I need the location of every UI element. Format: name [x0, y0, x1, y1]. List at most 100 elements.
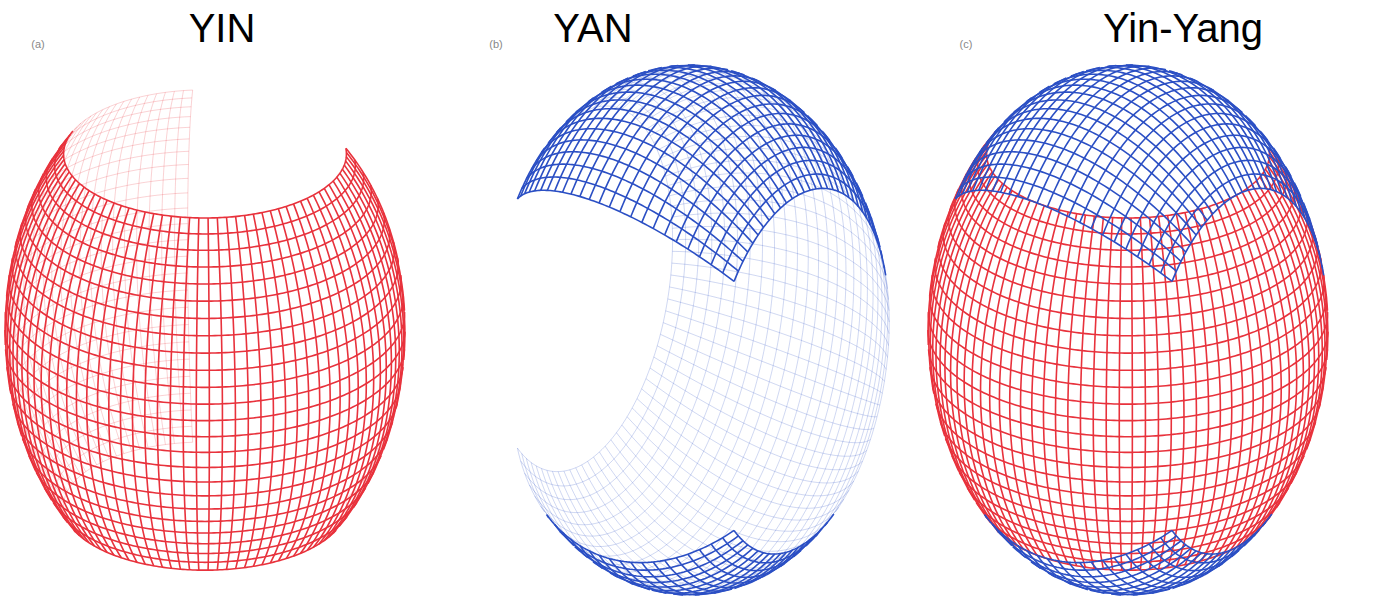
- wireframe-line: [1176, 214, 1196, 566]
- wireframe-line: [986, 118, 1201, 227]
- wireframe-line: [547, 470, 649, 589]
- wireframe-line: [998, 531, 1176, 570]
- wireframe-line: [588, 85, 786, 203]
- wireframe-line: [711, 160, 871, 570]
- wireframe-line: [657, 346, 874, 430]
- wireframe-line: [536, 466, 607, 572]
- wireframe-line: [1106, 218, 1112, 570]
- wireframe-line: [1010, 206, 1045, 558]
- wireframe-line: [979, 129, 1196, 235]
- wireframe-line: [1319, 250, 1321, 258]
- wireframe-line: [517, 190, 734, 281]
- wireframe-line: [541, 129, 758, 235]
- wireframe-line: [794, 539, 811, 556]
- wireframe-line: [1260, 131, 1296, 206]
- visible-grid: [5, 131, 405, 570]
- wireframe-line: [767, 547, 799, 575]
- wireframe-line: [663, 323, 880, 405]
- wireframe-line: [557, 109, 769, 221]
- wireframe-line: [819, 250, 887, 532]
- wireframe-line: [346, 157, 405, 360]
- wireframe-line: [734, 142, 867, 588]
- wireframe-line: [227, 217, 236, 569]
- wireframe-line: [1172, 188, 1324, 554]
- wireframe-line: [346, 153, 404, 311]
- wireframe-line: [999, 203, 1037, 555]
- wireframe-line: [1201, 209, 1231, 561]
- wireframe-line: [1040, 79, 1231, 198]
- wireframe-sphere: [517, 65, 889, 595]
- wireframe-line: [929, 349, 1328, 436]
- wireframe-line: [1048, 548, 1191, 587]
- wireframe-line: [344, 165, 402, 449]
- wireframe-line: [76, 203, 114, 555]
- wireframe-line: [646, 379, 863, 470]
- wireframe-line: [622, 425, 839, 531]
- wireframe-line: [718, 128, 861, 593]
- wireframe-line: [1263, 173, 1319, 508]
- wireframe-line: [1205, 547, 1237, 575]
- wireframe-sphere: [5, 90, 405, 570]
- wireframe-line: [1069, 88, 1229, 595]
- wireframe-line: [1254, 529, 1260, 537]
- wireframe-line: [301, 201, 341, 553]
- wireframe-line: [974, 140, 1191, 243]
- wireframe-line: [1242, 192, 1289, 544]
- wireframe-line: [602, 79, 793, 198]
- wireframe-line: [1013, 541, 1181, 577]
- wireframe-line: [1224, 201, 1264, 553]
- wireframe-line: [985, 72, 1083, 518]
- wireframe-line: [1126, 135, 1291, 583]
- wireframe-line: [245, 215, 261, 567]
- wireframe-line: [734, 188, 886, 554]
- wireframe-line: [1269, 157, 1328, 360]
- wireframe-line: [526, 164, 743, 261]
- wireframe-line: [63, 516, 347, 562]
- wireframe-line: [547, 72, 645, 518]
- wireframe-line: [883, 266, 885, 269]
- wireframe-line: [672, 226, 889, 310]
- wireframe-line: [672, 251, 889, 333]
- wireframe-line: [145, 215, 163, 567]
- wireframe-line: [58, 197, 101, 549]
- wireframe-line: [688, 135, 853, 583]
- wireframe-line: [1256, 181, 1309, 533]
- wireframe-line: [822, 131, 858, 206]
- wireframe-line: [6, 349, 405, 436]
- wireframe-line: [1232, 539, 1249, 556]
- wireframe-line: [750, 550, 793, 583]
- wireframe-line: [560, 531, 738, 570]
- wireframe-line: [1068, 215, 1086, 567]
- wireframe-line: [157, 216, 171, 568]
- wireframe-line: [1269, 153, 1327, 311]
- wireframe-line: [183, 218, 189, 570]
- visible-grid: [517, 65, 885, 595]
- wireframe-line: [522, 454, 558, 529]
- wireframe-line: [1131, 218, 1132, 570]
- hidden-grid: [517, 65, 889, 595]
- wireframe-line: [951, 184, 1003, 536]
- wireframe-line: [734, 552, 786, 588]
- wireframe-line: [1119, 218, 1122, 570]
- wireframe-line: [620, 81, 776, 593]
- wireframe-line: [44, 117, 190, 173]
- wireframe-line: [700, 147, 863, 577]
- wireframe-line: [731, 71, 833, 190]
- wireframe-line: [611, 440, 823, 552]
- wireframe-line: [835, 278, 889, 512]
- wireframe-line: [610, 548, 753, 587]
- wireframe-line: [63, 98, 192, 144]
- panel-title: Yin-Yang: [1103, 6, 1263, 50]
- wireframe-line: [594, 457, 792, 575]
- wireframe-line: [599, 452, 804, 568]
- wireframe-line: [654, 357, 871, 443]
- wireframe-line: [278, 209, 308, 561]
- wireframe-line: [825, 522, 828, 526]
- wireframe-line: [90, 101, 124, 453]
- wireframe-line: [28, 184, 80, 536]
- wireframe-line: [1252, 185, 1303, 537]
- wireframe-line: [1185, 213, 1209, 565]
- wireframe-line: [669, 287, 886, 369]
